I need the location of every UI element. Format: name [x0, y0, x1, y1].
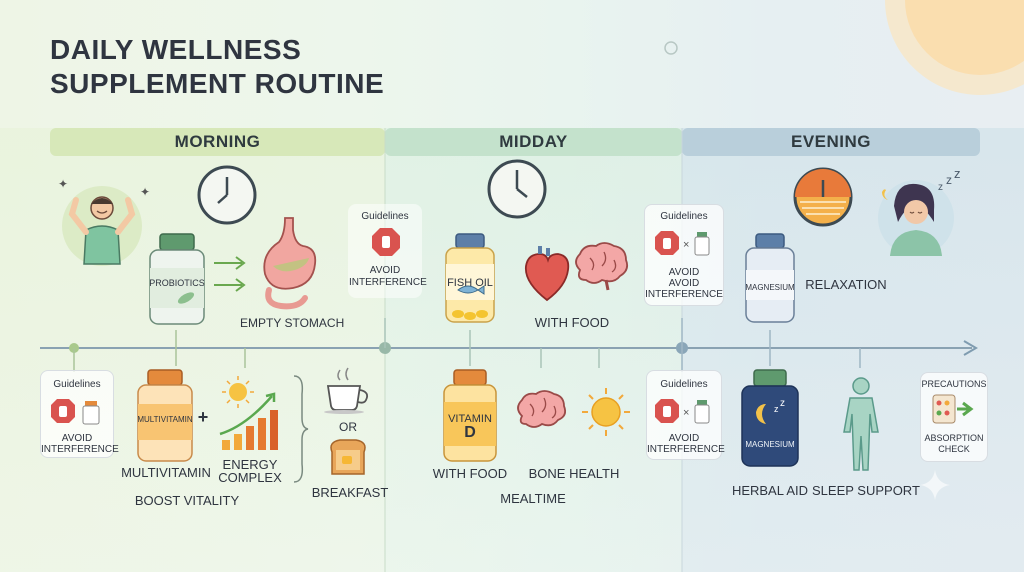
sun-icon: [582, 388, 630, 436]
guideline-interference: INTERFERENCE: [41, 444, 119, 455]
banner-midday: MIDDAY: [385, 128, 682, 156]
banner-morning: MORNING: [50, 128, 385, 156]
with-food-top-label: WITH FOOD: [534, 315, 610, 330]
clock-icon: [487, 159, 547, 219]
vitamin-d-label: D: [464, 424, 476, 441]
guideline-interference: INTERFERENCE: [647, 444, 725, 455]
brain-icon: [575, 242, 629, 291]
sunset-icon: [793, 167, 853, 227]
stop-hand-icon: ×: [655, 231, 710, 256]
guideline-interference: INTERFERENCE: [645, 289, 723, 300]
guideline-title: Guidelines: [660, 379, 708, 390]
guideline-avoid: AVOID: [369, 265, 401, 276]
sun-decoration-icon: [885, 0, 1024, 95]
guideline-avoid: AVOID: [668, 433, 700, 444]
guideline-card-morning: Guidelines AVOID INTERFERENCE: [40, 370, 119, 458]
or-label: OR: [339, 420, 357, 434]
mealtime-label: MEALTIME: [500, 491, 566, 506]
small-circle-decoration-icon: [664, 41, 678, 55]
probiotics-bottle-icon: [149, 233, 205, 325]
probiotics-label: PROBIOTICS: [149, 278, 205, 288]
svg-text:z: z: [780, 398, 785, 409]
guideline-avoid: AVOID: [668, 267, 700, 278]
precautions-card: PRECAUTIONS ABSORPTION CHECK: [920, 372, 988, 462]
guideline-avoid-2: AVOID: [668, 278, 700, 289]
multivitamin-label: MULTIVITAMIN: [121, 465, 211, 480]
check-label: CHECK: [938, 444, 970, 454]
page-title-line1: DAILY WELLNESS: [50, 34, 302, 65]
body-icon: [843, 377, 879, 471]
sleeping-woman-icon: z z z: [878, 166, 961, 256]
absorption-check-icon: [932, 394, 974, 424]
coffee-cup-icon: [324, 367, 369, 414]
stop-hand-icon: [51, 399, 100, 425]
guideline-card-evening-bottom: Guidelines × AVOID INTERFERENCE: [646, 370, 725, 460]
page-title-line2: SUPPLEMENT ROUTINE: [50, 68, 385, 99]
precautions-title: PRECAUTIONS: [921, 379, 987, 389]
with-food-bottom-label: WITH FOOD: [432, 466, 508, 481]
magnesium-bottom-bottle-label: MAGNESIUM: [745, 440, 795, 449]
guideline-title: Guidelines: [660, 211, 708, 222]
brace-icon: [293, 375, 309, 483]
vitamin-d-bottle-icon: [443, 369, 497, 462]
absorption-label: ABSORPTION: [924, 433, 984, 443]
svg-text:✦: ✦: [58, 177, 68, 191]
fish-oil-bottle-icon: [445, 233, 495, 323]
morning-panel: [0, 128, 385, 572]
boost-vitality-label: BOOST VITALITY: [134, 493, 240, 508]
svg-text:z: z: [938, 182, 943, 193]
svg-text:z: z: [774, 404, 779, 414]
breakfast-label: BREAKFAST: [311, 485, 389, 500]
evening-panel: [682, 128, 1024, 572]
guideline-interference: INTERFERENCE: [349, 277, 427, 288]
banner-evening: EVENING: [682, 128, 980, 156]
clock-icon: [197, 165, 257, 225]
toast-icon: [330, 439, 366, 475]
energy-label: ENERGY: [222, 457, 278, 472]
magnesium-bottle-icon: [745, 233, 795, 323]
herbal-aid-label: HERBAL AID: [731, 483, 809, 498]
multivitamin-bottle-label: MULTIVITAMIN: [137, 415, 193, 424]
guideline-avoid: AVOID: [61, 433, 93, 444]
empty-stomach-label: EMPTY STOMACH: [240, 316, 345, 330]
sleep-support-label: SLEEP SUPPORT: [812, 483, 920, 498]
stomach-icon: [263, 217, 317, 310]
svg-text:×: ×: [683, 407, 689, 419]
relaxation-label: RELAXATION: [805, 277, 887, 292]
svg-text:z: z: [946, 173, 952, 187]
fish-oil-label: FISH OIL: [447, 277, 493, 289]
svg-text:z: z: [954, 166, 961, 181]
magnesium-night-bottle-icon: z z: [741, 369, 799, 467]
complex-label: COMPLEX: [218, 470, 282, 485]
svg-text:×: ×: [683, 239, 689, 251]
multivitamin-bottle-icon: [137, 369, 193, 462]
happy-person-icon: ✦ ✦: [58, 177, 150, 266]
stop-hand-icon: ×: [655, 399, 710, 424]
energy-chart-icon: [219, 376, 278, 450]
guideline-card-midday-top: Guidelines AVOID INTERFERENCE: [348, 204, 427, 298]
svg-text:✦: ✦: [140, 185, 150, 199]
guideline-card-evening-top: Guidelines × AVOID AVOID INTERFERENCE: [644, 204, 724, 306]
brain-icon: [517, 390, 567, 428]
guideline-title: Guidelines: [361, 211, 409, 222]
plus-sign: +: [197, 407, 209, 427]
magnesium-top-bottle-label: MAGNESIUM: [745, 283, 795, 292]
stop-hand-icon: [372, 228, 400, 256]
arrow-icon: [214, 256, 246, 292]
vitamin-label: VITAMIN: [448, 413, 492, 425]
heart-icon: [524, 246, 570, 302]
guideline-title: Guidelines: [53, 379, 101, 390]
sparkle-decoration-icon: [920, 470, 950, 500]
bone-health-label: BONE HEALTH: [528, 466, 620, 481]
